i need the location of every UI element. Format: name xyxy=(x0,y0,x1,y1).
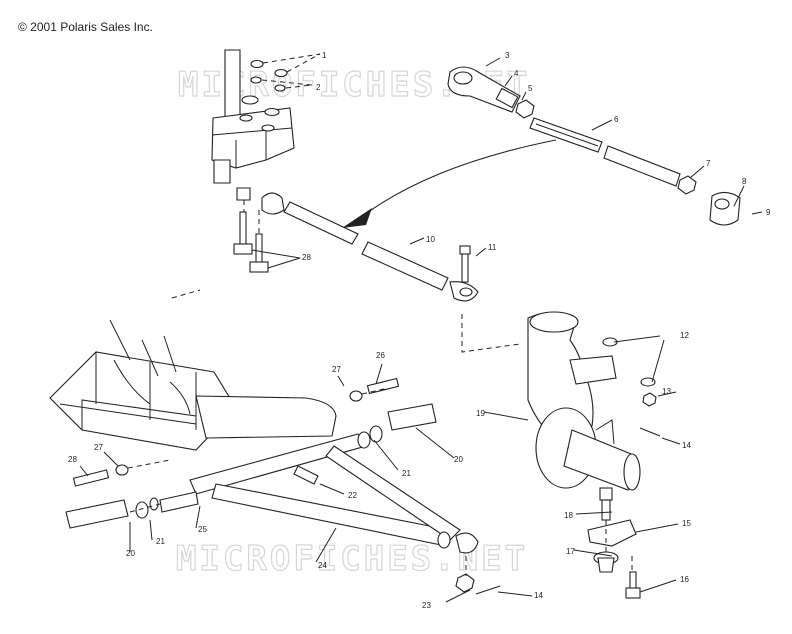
callout-1: 1 xyxy=(322,51,327,60)
callout-27-lower: 27 xyxy=(94,443,103,452)
callout-7: 7 xyxy=(706,159,711,168)
callout-21-left: 21 xyxy=(156,537,165,546)
callout-22: 22 xyxy=(348,491,357,500)
callout-3: 3 xyxy=(505,51,510,60)
callout-28-upper: 28 xyxy=(302,253,311,262)
bushings-and-bolts xyxy=(65,377,437,529)
tie-rod-assembly xyxy=(261,192,479,302)
callout-4: 4 xyxy=(514,69,519,78)
frame-section xyxy=(49,319,337,451)
callout-17: 17 xyxy=(566,547,575,556)
callout-12: 12 xyxy=(680,331,689,340)
callout-9: 9 xyxy=(766,208,771,217)
callout-20-left: 20 xyxy=(126,549,135,558)
callout-11: 11 xyxy=(488,243,497,252)
steering-post xyxy=(211,49,295,184)
callout-21-right: 21 xyxy=(402,469,411,478)
callout-18-right: 18 xyxy=(564,511,573,520)
callout-15: 15 xyxy=(682,519,691,528)
ball-joint-parts xyxy=(455,314,661,599)
lower-a-arm xyxy=(159,431,479,554)
callout-24: 24 xyxy=(318,561,327,570)
callout-10: 10 xyxy=(426,235,435,244)
callout-labels: 1 2 3 4 5 6 7 8 9 10 11 12 13 14 15 16 1… xyxy=(68,51,771,610)
callout-2: 2 xyxy=(316,83,321,92)
callout-14-bottom: 14 xyxy=(534,591,543,600)
tie-rod-end-assembly-upper xyxy=(447,66,741,226)
leader-lines xyxy=(79,57,763,603)
callout-14-right: 14 xyxy=(682,441,691,450)
arrow-head xyxy=(342,208,372,228)
nuts-and-washers-1-2 xyxy=(250,53,321,92)
assembly-arrow xyxy=(359,139,557,219)
callout-20-right: 20 xyxy=(454,455,463,464)
callout-25: 25 xyxy=(198,525,207,534)
callout-16-bottom: 16 xyxy=(680,575,689,584)
steering-knuckle xyxy=(527,311,641,491)
callout-28-lower: 28 xyxy=(68,455,77,464)
copyright-notice: © 2001 Polaris Sales Inc. xyxy=(18,20,153,34)
callout-23: 23 xyxy=(422,601,431,610)
callout-27-upper: 27 xyxy=(332,365,341,374)
callout-19: 19 xyxy=(476,409,485,418)
callout-5: 5 xyxy=(528,84,533,93)
callout-6: 6 xyxy=(614,115,619,124)
callout-8: 8 xyxy=(742,177,747,186)
bolts-28 xyxy=(171,187,301,299)
callout-26: 26 xyxy=(376,351,385,360)
callout-13: 13 xyxy=(662,387,671,396)
